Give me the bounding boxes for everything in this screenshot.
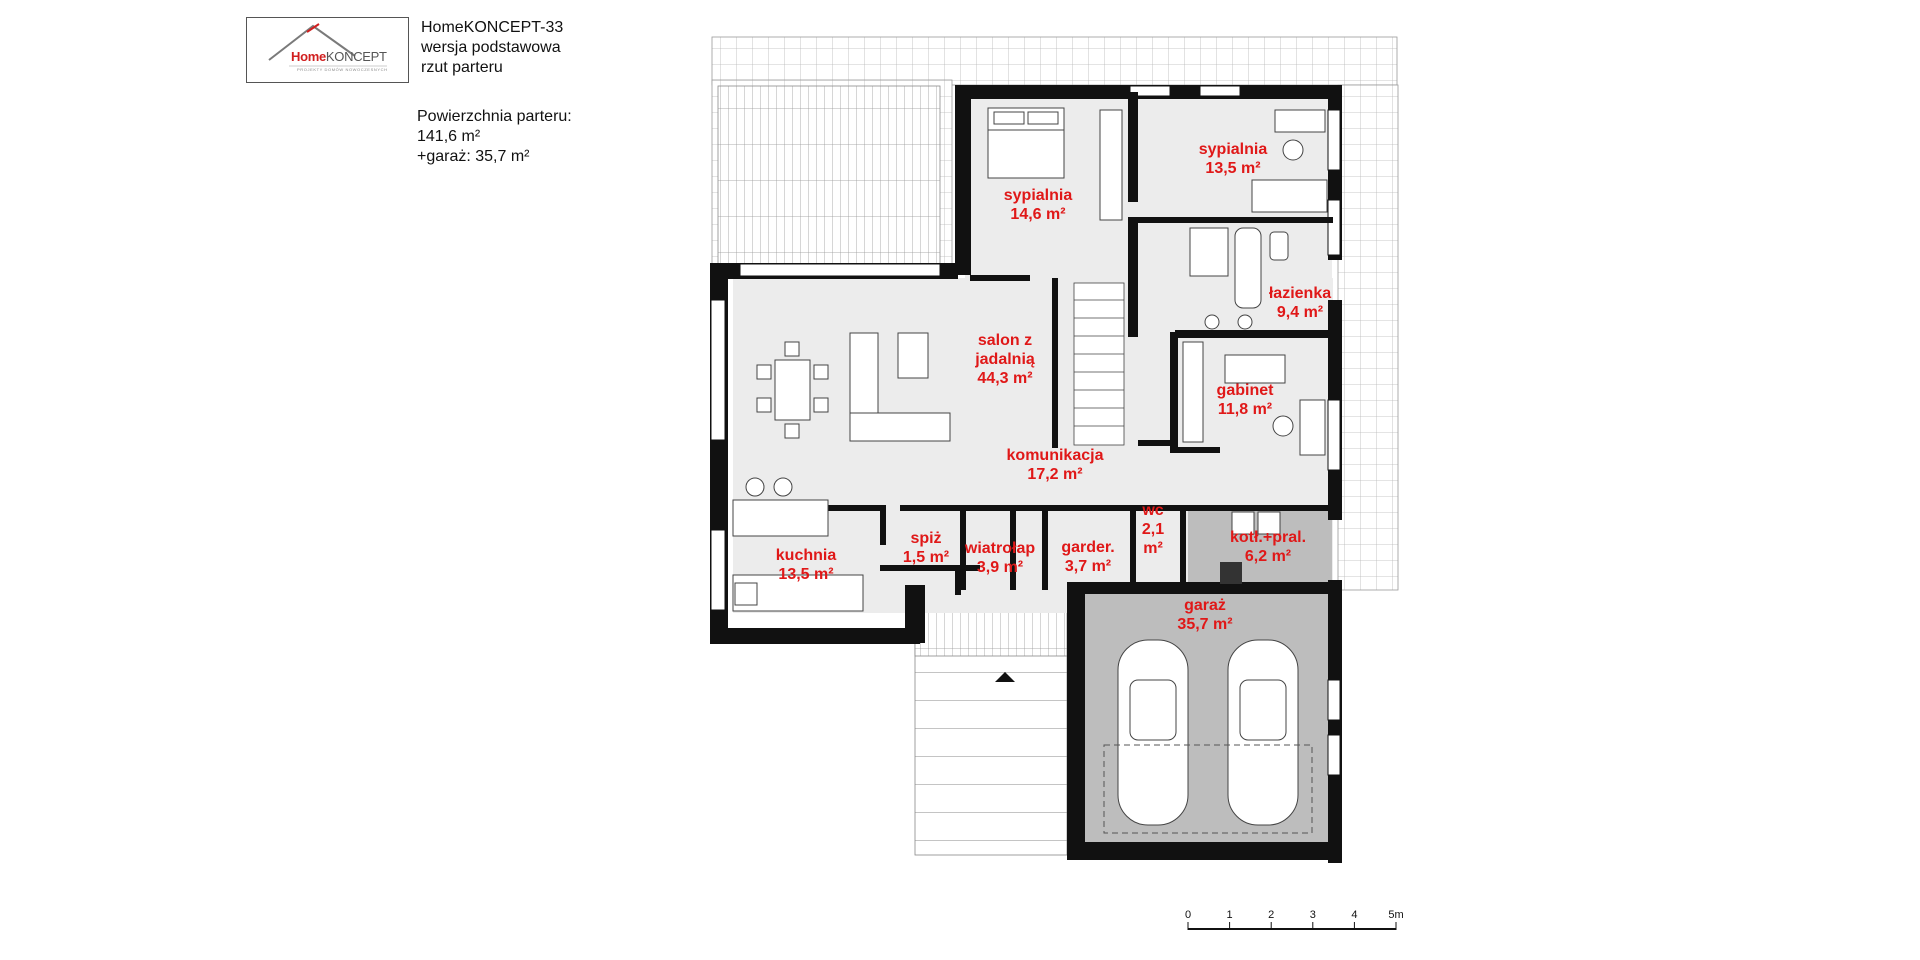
room-label-text: 44,3 m²	[977, 370, 1032, 387]
chair-icon	[1282, 139, 1304, 161]
room-label-text: 9,4 m²	[1277, 304, 1323, 321]
room-label-wiatrolap: wiatrołap 3,9 m²	[964, 540, 1035, 576]
dining-table-icon	[756, 341, 829, 439]
drawing-view: rzut parteru	[421, 59, 503, 76]
room-label-text: wc	[1141, 502, 1163, 519]
stool-icon-2	[773, 477, 793, 497]
room-label-lazienka: łazienka 9,4 m²	[1269, 285, 1331, 321]
shower-icon	[1189, 227, 1229, 277]
sofa-icon	[849, 332, 951, 442]
logo-brand: HomeKONCEPT	[291, 49, 387, 64]
armchair-icon	[1224, 354, 1286, 384]
bathtub-icon	[1234, 227, 1262, 309]
room-label-text: 13,5 m²	[1205, 160, 1260, 177]
project-variant: wersja podstawowa	[421, 39, 561, 56]
staircase	[1073, 282, 1125, 446]
washing-machine-icon	[1231, 511, 1255, 535]
garage-area: +garaż: 35,7 m²	[417, 148, 530, 165]
entrance-arrow-icon	[995, 672, 1015, 682]
room-label-text: 17,2 m²	[1027, 466, 1082, 483]
room-label-text: garaż	[1184, 597, 1226, 614]
project-name: HomeKONCEPT-33	[421, 19, 564, 36]
room-label-wc: wc 2,1 m²	[1141, 502, 1164, 557]
wardrobe	[1099, 109, 1123, 221]
deck-left	[717, 85, 941, 265]
stool-icon	[745, 477, 765, 497]
room-label-text: 3,7 m²	[1065, 558, 1111, 575]
study-desk	[1299, 399, 1326, 456]
room-label-text: gabinet	[1217, 382, 1275, 399]
room-label-text: 14,6 m²	[1010, 206, 1065, 223]
room-label-text: jadalnią	[974, 351, 1035, 368]
room-label-text: salon z	[978, 332, 1032, 349]
room-label-kotlownia: kotł.+pral. 6,2 m²	[1230, 529, 1306, 565]
house-roof-icon	[268, 23, 387, 67]
scale-tick-label: 2	[1268, 909, 1274, 921]
room-label-text: wiatrołap	[964, 540, 1035, 557]
scale-tick-label: 5m	[1388, 909, 1403, 921]
room-label-text: 1,5 m²	[903, 549, 949, 566]
room-label-gabinet: gabinet 11,8 m²	[1217, 382, 1275, 418]
scale-tick-label: 1	[1227, 909, 1233, 921]
logo-tagline: PROJEKTY DOMÓW NOWOCZESNYCH	[297, 67, 388, 72]
room-label-text: kotł.+pral.	[1230, 529, 1306, 546]
car-icon	[1117, 639, 1189, 826]
room-label-garaz: garaż 35,7 m²	[1177, 597, 1232, 633]
study-chair-icon	[1272, 415, 1294, 437]
area-summary: Powierzchnia parteru: 141,6 m² +garaż: 3…	[417, 107, 572, 167]
room-label-text: spiż	[910, 530, 941, 547]
room-labels: sypialnia 14,6 m² sypialnia 13,5 m² łazienka…	[776, 141, 1331, 633]
windows	[710, 85, 1341, 776]
room-label-text: 3,9 m²	[977, 559, 1023, 576]
room-label-sypialnia-1: sypialnia 14,6 m²	[1004, 187, 1073, 223]
room-label-text: 6,2 m²	[1245, 548, 1291, 565]
scale-tick-label: 3	[1310, 909, 1316, 921]
room-label-spiz: spiż 1,5 m²	[903, 530, 949, 566]
room-label-text: garder.	[1061, 539, 1114, 556]
scale-tick-label: 0	[1185, 909, 1191, 921]
interior-walls	[733, 92, 1335, 595]
room-label-text: komunikacja	[1007, 447, 1104, 464]
room-label-text: 11,8 m²	[1218, 401, 1272, 418]
desk	[1274, 109, 1326, 133]
room-label-kuchnia: kuchnia 13,5 m²	[776, 547, 837, 583]
company-logo: HomeKONCEPT PROJEKTY DOMÓW NOWOCZESNYCH	[246, 17, 409, 83]
room-label-text: m²	[1143, 540, 1163, 557]
sink-icon	[1204, 314, 1220, 330]
boiler-icon	[1220, 562, 1242, 584]
double-bed-icon	[987, 107, 1065, 179]
car-icon-2	[1227, 639, 1299, 826]
room-label-garderoba: garder. 3,7 m²	[1061, 539, 1114, 575]
study-wardrobe	[1182, 341, 1204, 443]
area-label: Powierzchnia parteru:	[417, 108, 572, 125]
scale-tick-label: 4	[1351, 909, 1357, 921]
single-bed-icon	[1251, 179, 1328, 213]
scale-bar: 0 1 2 3 4 5m	[1185, 909, 1404, 930]
room-label-text: łazienka	[1269, 285, 1331, 302]
room-label-komunikacja: komunikacja 17,2 m²	[1007, 447, 1104, 483]
kitchen-island	[732, 499, 829, 537]
room-label-text: 2,1	[1142, 521, 1164, 538]
cooktop-icon	[734, 582, 758, 606]
room-label-text: sypialnia	[1004, 187, 1073, 204]
room-label-text: 35,7 m²	[1177, 616, 1232, 633]
garage-door-outline	[1103, 744, 1313, 834]
toilet-icon	[1269, 231, 1289, 261]
room-label-sypialnia-2: sypialnia 13,5 m²	[1199, 141, 1268, 177]
dryer-icon	[1257, 511, 1281, 535]
room-label-text: sypialnia	[1199, 141, 1268, 158]
project-title-block: HomeKONCEPT-33 wersja podstawowa rzut pa…	[421, 18, 563, 78]
room-label-text: 13,5 m²	[778, 566, 833, 583]
sink-icon-2	[1237, 314, 1253, 330]
terrace-right	[1337, 84, 1399, 591]
ground-floor-area: 141,6 m²	[417, 128, 481, 145]
room-label-text: kuchnia	[776, 547, 837, 564]
room-label-salon: salon z jadalnią 44,3 m²	[974, 332, 1035, 387]
terrace-top	[711, 36, 1398, 86]
